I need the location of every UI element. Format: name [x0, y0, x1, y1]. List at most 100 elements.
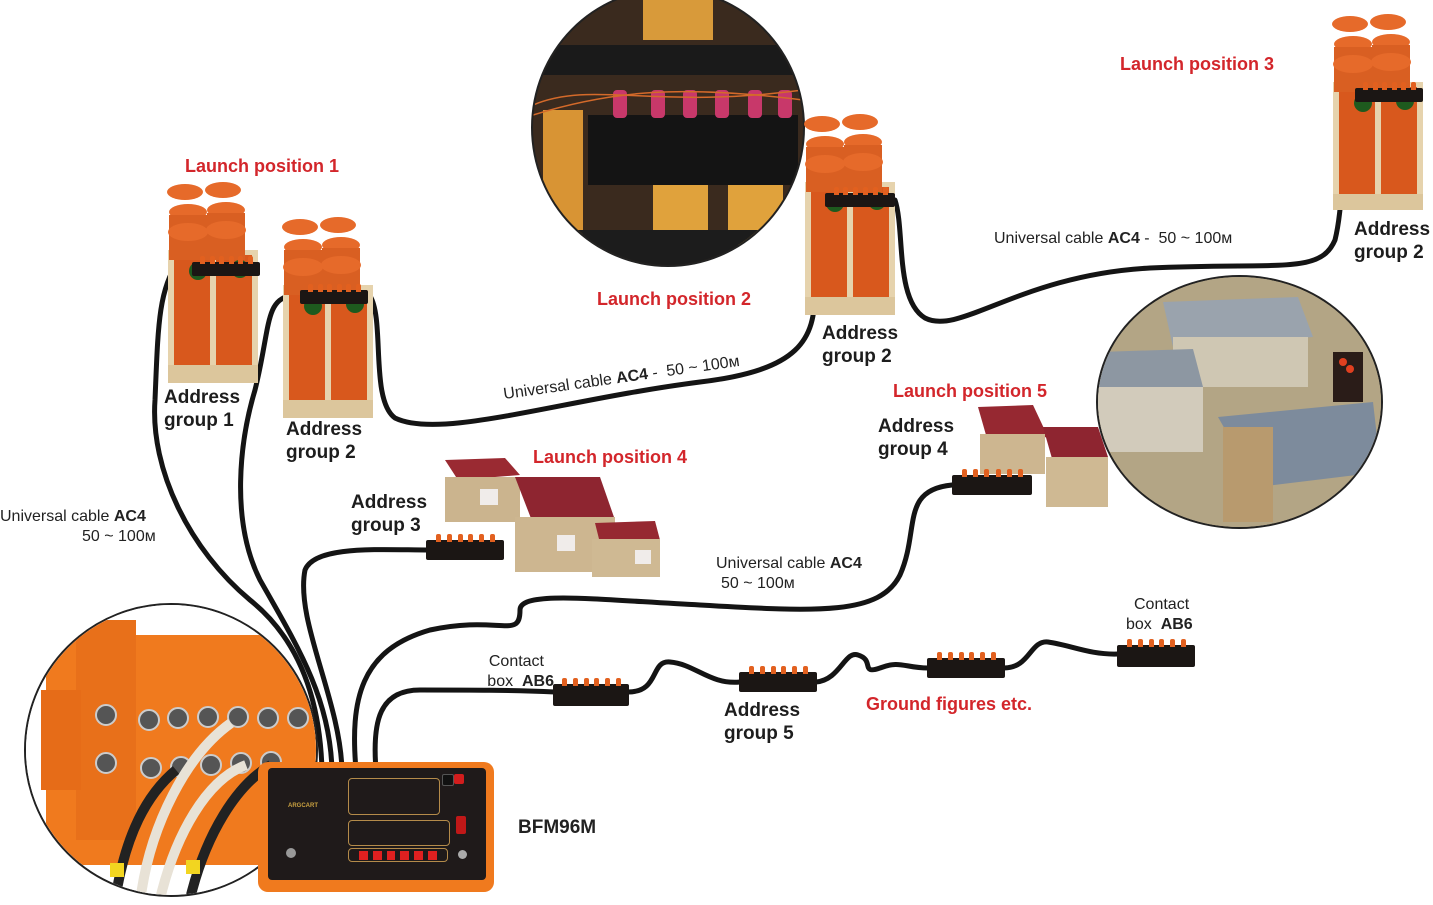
terminal-pin	[615, 678, 621, 686]
address-group-2b-line2: group 2	[822, 346, 892, 367]
arm-switch[interactable]	[456, 816, 466, 834]
terminal-pin	[604, 678, 610, 686]
fire-button[interactable]	[400, 851, 410, 860]
ground-figures-label: Ground figures etc.	[866, 694, 1033, 714]
terminal-pin	[346, 284, 352, 292]
device-model-label: BFM96M	[518, 817, 597, 838]
terminal-pin	[973, 469, 979, 477]
terminal-pin	[479, 534, 485, 542]
terminal-pin	[336, 284, 342, 292]
cable-label-lower: Universal cable AC4 50 ~ 100м	[716, 554, 862, 594]
terminal-pin	[1006, 469, 1012, 477]
terminal-pin	[843, 187, 849, 195]
contact-box-label-2: Contact box AB6	[1126, 595, 1193, 635]
terminal-pin	[882, 187, 888, 195]
terminal-pin	[936, 652, 942, 660]
terminal-pin	[1391, 82, 1397, 90]
terminal-pin	[583, 678, 589, 686]
terminal-pin	[308, 284, 314, 292]
address-group-2c-line1: Address	[1354, 219, 1431, 240]
terminal-pin	[457, 534, 463, 542]
launch-position-5-label: Launch position 5	[893, 381, 1048, 401]
address-group-3-line1: Address	[351, 492, 428, 513]
launch-position-2-label: Launch position 2	[597, 289, 752, 309]
terminal-pin	[490, 534, 496, 542]
key-switch[interactable]	[458, 850, 467, 859]
address-group-1-label: Address group 1	[164, 386, 240, 432]
contact-box-prefix: box	[1126, 616, 1161, 633]
terminal-pin	[833, 187, 839, 195]
terminal-pin	[238, 256, 244, 264]
terminal-pin	[1401, 82, 1407, 90]
contact-box-line1: Contact	[488, 653, 544, 670]
terminal-pin	[594, 678, 600, 686]
cable-model: AC4	[615, 365, 650, 388]
terminal-pin	[1410, 82, 1416, 90]
terminal-pin	[1170, 639, 1176, 647]
cable-to-group-3	[301, 547, 433, 773]
launch-position-4-label: Launch position 4	[533, 447, 688, 467]
fire-buttons	[348, 848, 448, 862]
terminal-pin	[770, 666, 776, 674]
device-panel: ARGCART	[268, 768, 486, 880]
address-box-ground	[927, 652, 1005, 678]
terminal-pin	[468, 534, 474, 542]
cable-to-group-2-pos1	[238, 293, 335, 773]
address-box-group-5	[739, 666, 817, 692]
terminal-pin	[872, 187, 878, 195]
cable-chain-2	[813, 652, 931, 685]
cable-chain-3	[1001, 639, 1121, 671]
red-terminal[interactable]	[454, 774, 464, 784]
cable-to-group-4	[352, 482, 955, 773]
terminal-pin	[317, 284, 323, 292]
cake-boxes-pos4	[445, 458, 660, 577]
cable-length: 50 ~ 100м	[721, 575, 795, 592]
terminal-pin	[958, 652, 964, 660]
fire-button[interactable]	[428, 851, 437, 860]
terminal-pin	[219, 256, 225, 264]
terminal-pin	[209, 256, 215, 264]
address-group-2-pos1-label: Address group 2	[286, 418, 362, 464]
terminal-pin	[228, 256, 234, 264]
terminal-pin	[562, 678, 568, 686]
terminal-pin	[573, 678, 579, 686]
brand-logo: ARGCART	[288, 803, 318, 809]
address-group-2a-line1: Address	[286, 419, 363, 440]
cable-prefix: Universal cable	[0, 508, 114, 525]
cable-length: 50 ~ 100м	[1158, 230, 1233, 247]
contact-box-label-1: Contact box AB6	[476, 652, 554, 692]
contact-box-ab6-1	[553, 678, 629, 706]
terminal-pin	[1159, 639, 1165, 647]
address-group-2a-line2: group 2	[286, 442, 356, 463]
bfm96m-device: ARGCART	[258, 762, 498, 905]
power-button[interactable]	[286, 848, 296, 858]
cable-sep: -	[646, 363, 668, 383]
contact-box-line1: Contact	[1134, 596, 1190, 613]
wrapped-boxes-photo	[1098, 277, 1381, 527]
terminal-pin	[984, 469, 990, 477]
mortar-rack-group-2-pos1	[282, 217, 373, 418]
cable-model: AC4	[1107, 230, 1140, 247]
fire-button[interactable]	[386, 851, 396, 860]
fire-button[interactable]	[359, 851, 368, 860]
terminal-pin	[759, 666, 765, 674]
terminal-pin	[1137, 639, 1143, 647]
terminal-block-photo	[533, 0, 803, 265]
terminal-pin	[980, 652, 986, 660]
terminal-pin	[1126, 639, 1132, 647]
black-terminal[interactable]	[442, 774, 454, 786]
cable-prefix: Universal cable	[716, 555, 830, 572]
detail-photo-pos2	[531, 0, 805, 267]
mortar-rack-group-2-pos3	[1332, 14, 1423, 210]
terminal-pin	[1372, 82, 1378, 90]
terminal-pin	[792, 666, 798, 674]
address-group-4-line1: Address	[878, 416, 955, 437]
terminal-pin	[1181, 639, 1187, 647]
fire-button[interactable]	[414, 851, 424, 860]
terminal-pin	[1018, 469, 1023, 477]
launch-position-1-label: Launch position 1	[185, 156, 340, 176]
fire-button[interactable]	[372, 851, 382, 860]
address-group-3-label: Address group 3	[351, 491, 427, 537]
cable-sep: -	[1139, 230, 1159, 247]
contact-box-ab6-2	[1117, 639, 1195, 667]
